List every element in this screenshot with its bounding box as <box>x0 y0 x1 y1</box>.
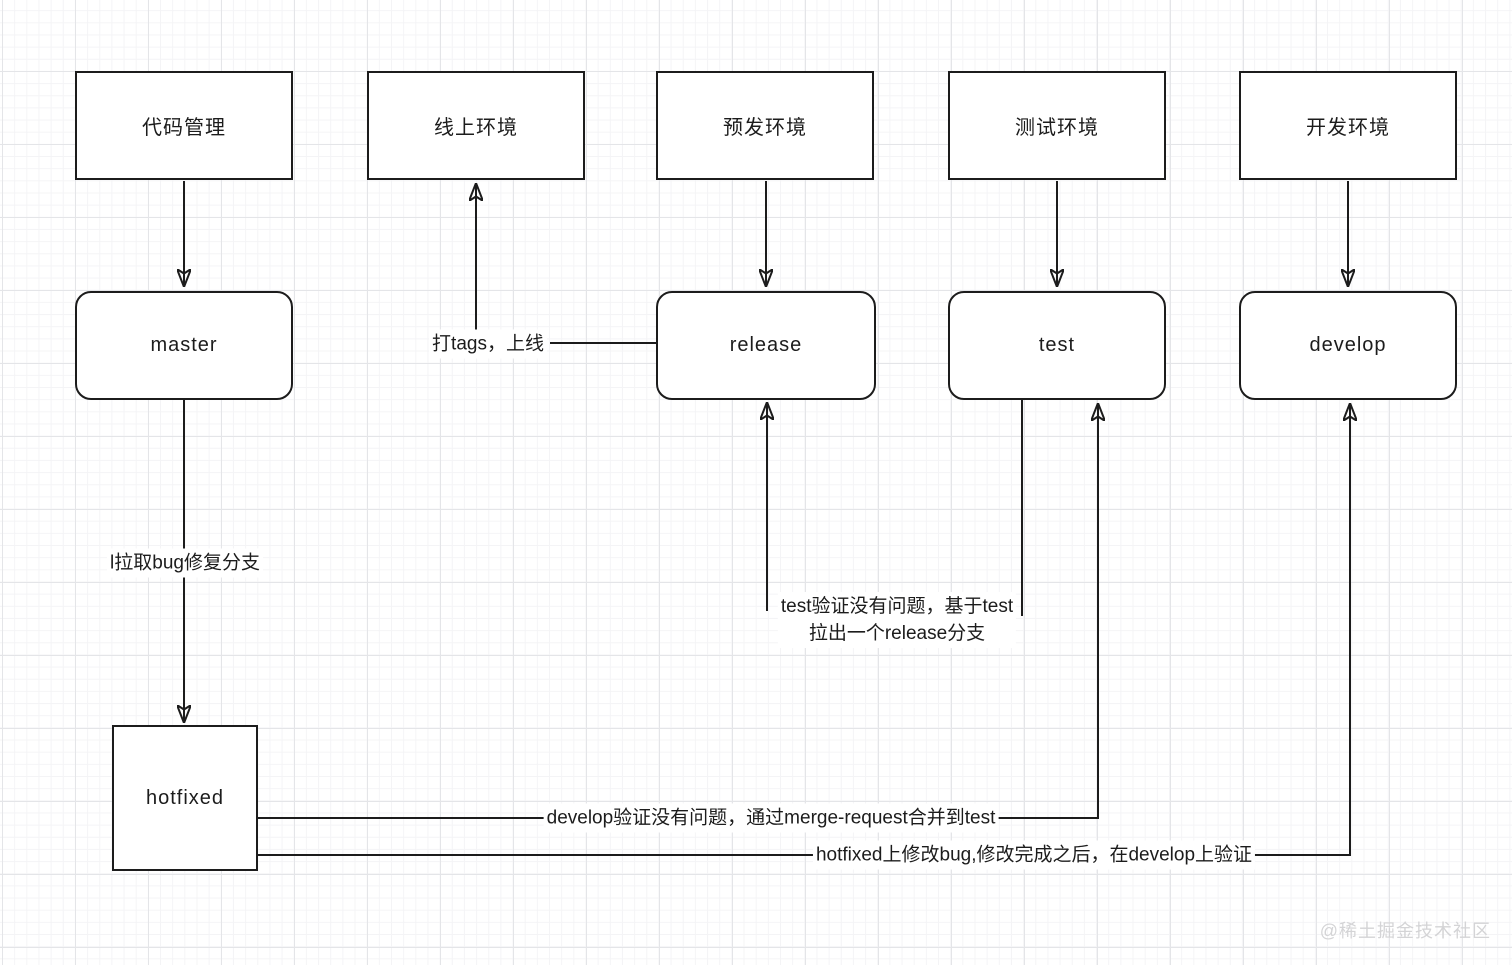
edge-label-verify-on-develop: hotfixed上修改bug,修改完成之后，在develop上验证 <box>812 840 1256 870</box>
edge-hotfixed-to-test <box>258 404 1098 819</box>
edge-label-pull-bugfix-branch: l拉取bug修复分支 <box>107 548 263 578</box>
edge-label-tag-and-deploy: 打tags，上线 <box>429 329 547 359</box>
edge-label-line2: 拉出一个release分支 <box>808 623 986 644</box>
env-box-online: 线上环境 <box>367 71 585 180</box>
env-box-label: 预发环境 <box>723 117 807 139</box>
env-box-label: 线上环境 <box>434 117 518 139</box>
branch-box-label: develop <box>1309 334 1387 356</box>
branch-box-develop: develop <box>1239 291 1457 400</box>
branch-box-test: test <box>948 291 1166 400</box>
env-box-label: 测试环境 <box>1015 117 1099 139</box>
watermark: @稀土掘金技术社区 <box>1319 921 1491 941</box>
env-box-label: 开发环境 <box>1306 117 1390 139</box>
env-box-code-management: 代码管理 <box>75 71 293 180</box>
edge-label-line1: test验证没有问题，基于test <box>780 596 1014 617</box>
edge-label-merge-request-to-test: develop验证没有问题，通过merge-request合并到test <box>543 803 999 833</box>
branch-box-release: release <box>656 291 876 400</box>
branch-box-label: master <box>150 334 218 356</box>
env-box-testing: 测试环境 <box>948 71 1166 180</box>
branch-box-master: master <box>75 291 293 400</box>
branch-box-label: test <box>1038 334 1076 356</box>
branch-box-label: hotfixed <box>145 786 225 809</box>
edge-label-test-to-release: test验证没有问题，基于test 拉出一个release分支 <box>777 592 1017 648</box>
env-box-development: 开发环境 <box>1239 71 1457 180</box>
edge-hotfixed-to-develop <box>258 404 1350 856</box>
env-box-staging: 预发环境 <box>656 71 874 180</box>
branch-box-hotfixed: hotfixed <box>112 725 258 871</box>
branch-box-label: release <box>729 334 803 356</box>
env-box-label: 代码管理 <box>142 117 226 139</box>
